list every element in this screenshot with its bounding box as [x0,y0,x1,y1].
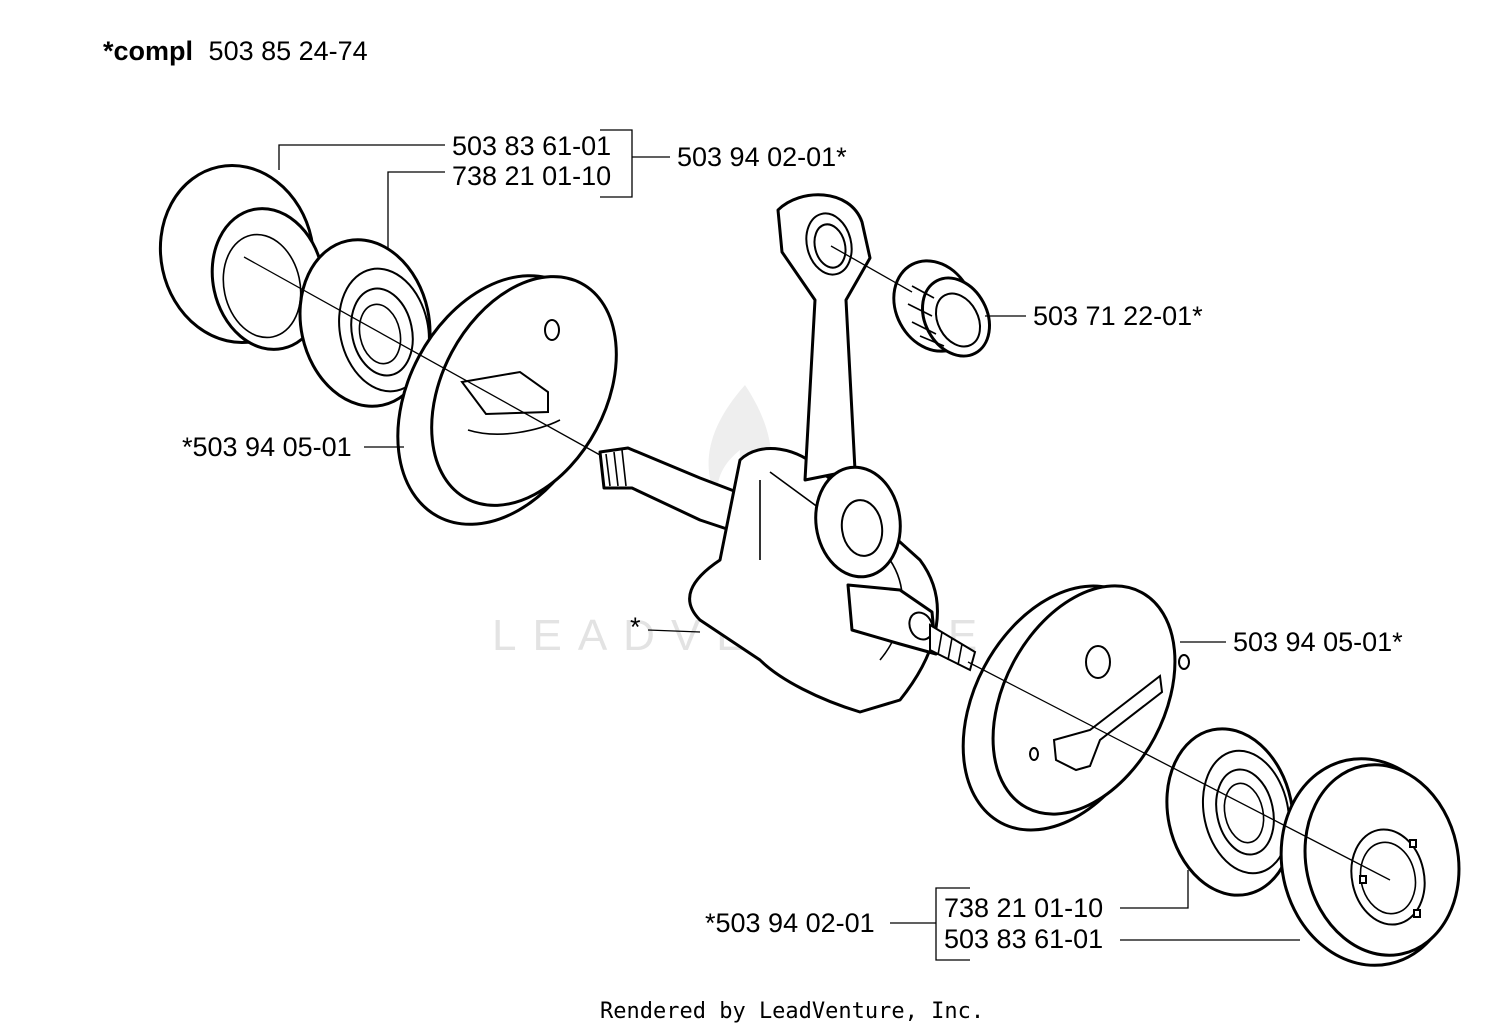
crankshaft [598,193,977,714]
needle-bearing [892,259,991,358]
label-crank-half-right: 503 94 05-01* [1233,627,1403,657]
label-bearing-kit-bottom: *503 94 02-01 [705,908,875,938]
crank-half-right [961,584,1190,832]
ball-bearing-bottom [1165,727,1295,897]
bearing-shell-bottom [1279,757,1461,967]
ball-bearing-top [298,238,432,408]
leader-lines [243,129,1391,961]
assembly-prefix: *compl [103,36,193,66]
label-ball-bearing-top: 738 21 01-10 [452,161,611,191]
label-needle-bearing: 503 71 22-01* [1033,301,1203,331]
label-crankshaft: * [630,612,641,642]
label-bearing-shell-top: 503 83 61-01 [452,131,611,161]
assembly-title: *compl 503 85 24-74 [103,36,368,66]
label-bearing-kit-top: 503 94 02-01* [677,142,847,172]
assembly-number: 503 85 24-74 [209,36,368,66]
crank-half-left [396,274,618,526]
label-bearing-shell-bottom: 503 83 61-01 [944,924,1103,954]
label-crank-half-left: *503 94 05-01 [182,432,352,462]
bearing-shell-top [158,164,326,351]
label-ball-bearing-bottom: 738 21 01-10 [944,893,1103,923]
footer-credit: Rendered by LeadVenture, Inc. [600,999,984,1024]
